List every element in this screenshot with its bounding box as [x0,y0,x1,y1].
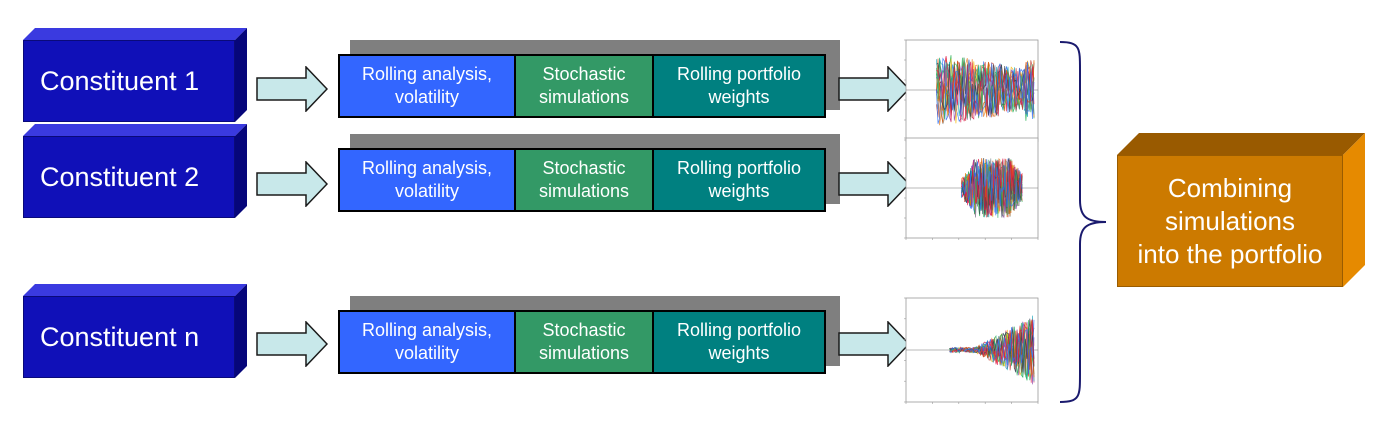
constituent-n-box: Constituent n [23,284,259,380]
right-arrow-icon [838,161,910,207]
curly-brace [1059,41,1107,403]
cube-top [23,124,247,136]
constituent-2-box: Constituent 2 [23,124,259,220]
right-arrow-icon [256,66,328,112]
constituent-label: Constituent 2 [23,136,235,218]
cube-top [1117,133,1365,155]
combining-box: Combining simulations into the portfolio [1117,133,1365,287]
rolling-analysis-step: Rolling analysis,volatility [340,312,514,372]
combining-label: Combining simulations into the portfolio [1117,155,1343,287]
rolling-analysis-step: Rolling analysis,volatility [340,56,514,116]
cube-top [23,284,247,296]
simulation-plot-n [904,297,1039,404]
constituent-1-box: Constituent 1 [23,28,259,124]
right-arrow-icon [256,161,328,207]
cube-side [235,284,247,378]
cube-side [235,124,247,218]
constituent-label: Constituent 1 [23,40,235,122]
constituent-label: Constituent n [23,296,235,378]
cube-side [1343,133,1365,287]
right-arrow-icon [838,66,910,112]
cube-side [235,28,247,122]
rolling-analysis-step: Rolling analysis,volatility [340,150,514,210]
right-arrow-icon [256,321,328,367]
right-arrow-icon [838,321,910,367]
cube-top [23,28,247,40]
simulation-plot-1 [904,39,1039,142]
simulation-plot-2 [904,137,1039,240]
